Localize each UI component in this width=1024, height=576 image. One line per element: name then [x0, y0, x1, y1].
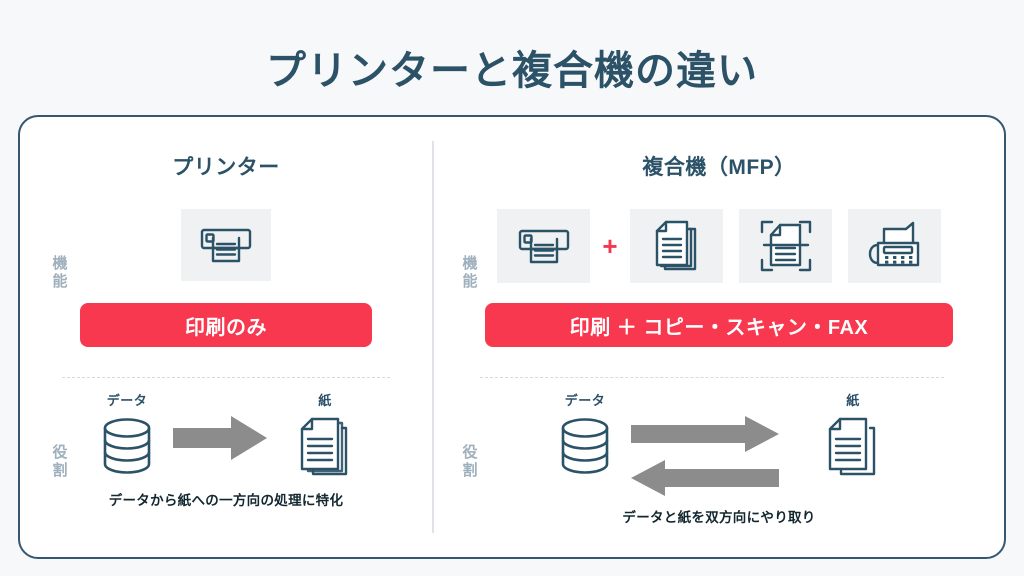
feature-icon-row-mfp: +: [434, 209, 1004, 283]
column-heading-printer: プリンター: [172, 156, 280, 179]
side-label-char: 割: [52, 461, 68, 479]
section-divider-left: [62, 377, 390, 378]
flow-target-label: 紙: [318, 393, 332, 408]
side-label-function-right: 機 能: [456, 255, 484, 290]
paper-document-icon: [296, 415, 354, 477]
flow-source-printer: データ: [81, 390, 173, 477]
icon-tile-fax: [848, 209, 941, 283]
printer-icon: [516, 224, 572, 268]
side-label-char: 役: [462, 444, 478, 461]
arrow-right-icon: [631, 416, 807, 452]
column-divider: [432, 141, 434, 533]
icon-tile-scan: [739, 209, 832, 283]
flow-arrow-twoway: [631, 390, 807, 496]
side-label-char: 機: [462, 255, 478, 272]
arrow-right-icon: [173, 416, 279, 460]
role-caption-printer: データから紙への一方向の処理に特化: [108, 493, 344, 508]
column-heading-mfp: 複合機（MFP）: [642, 156, 796, 179]
role-flow-printer: データ: [20, 390, 432, 477]
role-caption-mfp: データと紙を双方向にやり取り: [622, 510, 816, 525]
plus-icon: +: [602, 231, 618, 261]
side-label-function-left: 機 能: [46, 255, 74, 290]
feature-icon-row-printer: [20, 209, 432, 281]
flow-target-label: 紙: [846, 393, 860, 408]
database-icon: [555, 415, 615, 477]
icon-tile-printer: [497, 209, 590, 283]
column-mfp: 複合機（MFP） 機 能 役 割: [434, 117, 1004, 557]
flow-source-mfp: データ: [539, 390, 631, 477]
flow-target-mfp: 紙: [807, 390, 899, 477]
flow-source-label: データ: [564, 393, 606, 408]
side-label-char: 能: [462, 272, 478, 290]
side-label-char: 機: [52, 255, 68, 272]
icon-tile-printer: [181, 209, 271, 281]
side-label-role-right: 役 割: [456, 444, 484, 479]
icon-tile-copy: [630, 209, 723, 283]
paper-document-icon: [824, 415, 882, 477]
fax-icon: [866, 221, 924, 271]
feature-pill-printer: 印刷のみ: [80, 303, 372, 347]
flow-arrow-oneway: [173, 390, 279, 460]
side-label-char: 能: [52, 272, 68, 290]
arrow-left-icon: [631, 460, 807, 496]
role-flow-mfp: データ: [434, 390, 1004, 496]
side-label-char: 役: [52, 444, 68, 461]
feature-pill-mfp: 印刷 ＋ コピー・スキャン・FAX: [485, 303, 953, 347]
database-icon: [97, 415, 157, 477]
printer-icon: [198, 223, 254, 267]
side-label-char: 割: [462, 461, 478, 479]
copy-documents-icon: [652, 219, 702, 273]
column-printer: プリンター 機 能 役 割: [20, 117, 432, 557]
flow-target-printer: 紙: [279, 390, 371, 477]
page-title: プリンターと複合機の違い: [266, 49, 758, 93]
section-divider-right: [480, 377, 944, 378]
scan-icon: [759, 218, 813, 274]
side-label-role-left: 役 割: [46, 444, 74, 479]
flow-source-label: データ: [106, 393, 148, 408]
comparison-card: プリンター 機 能 役 割: [18, 115, 1006, 559]
